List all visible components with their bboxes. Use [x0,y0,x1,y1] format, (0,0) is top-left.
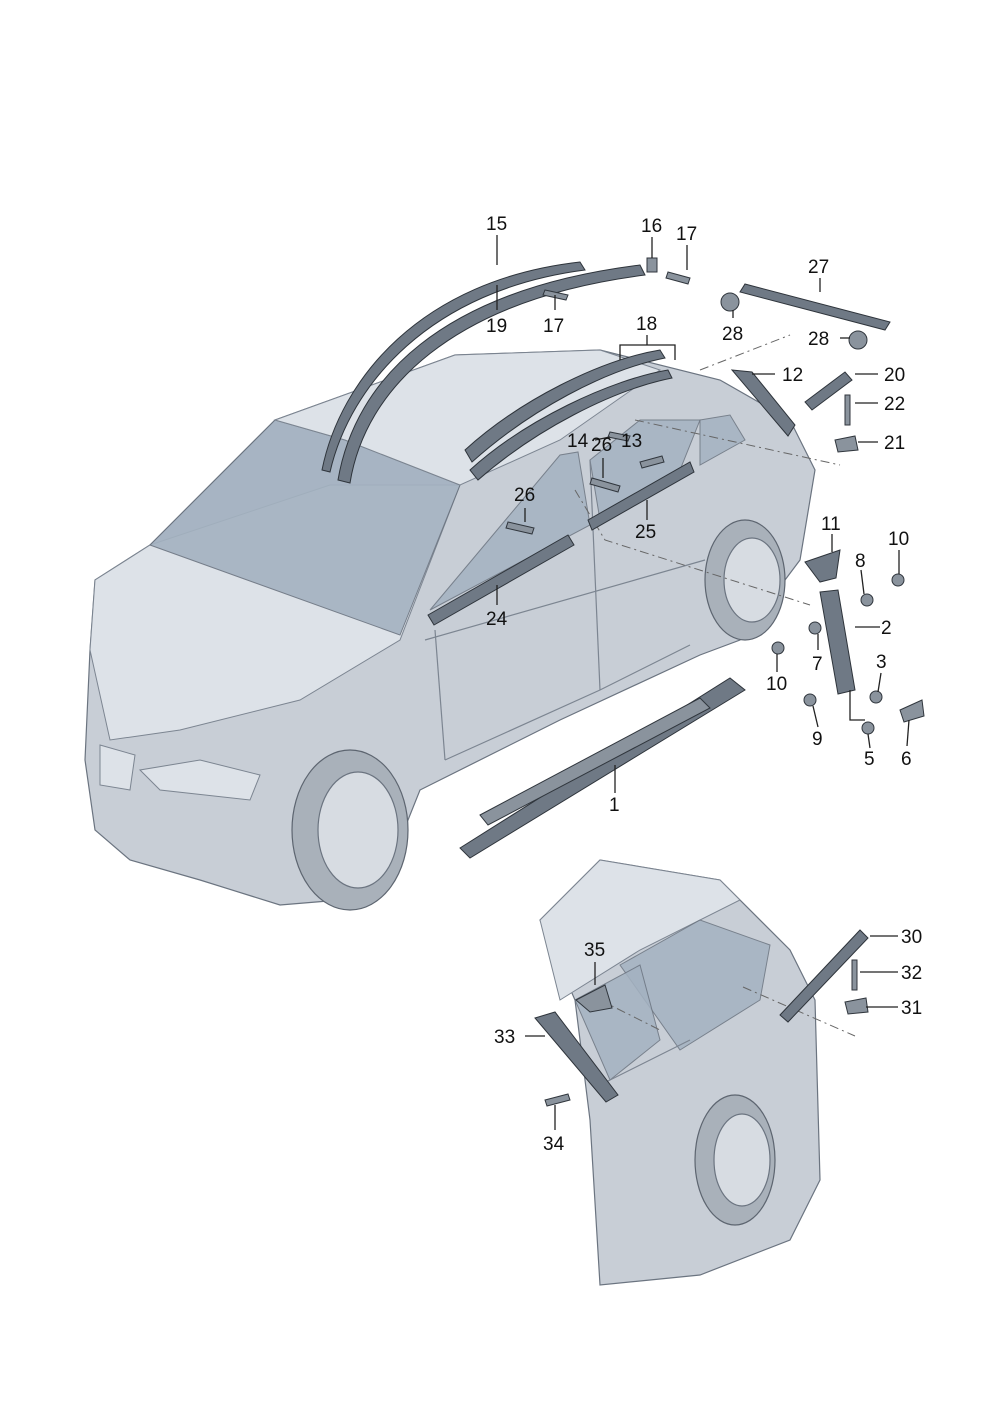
callout-6: 6 [901,749,912,770]
window-trim-25 [587,461,695,531]
callout-22: 22 [884,394,905,415]
bolt-32 [851,959,858,991]
screw-9 [803,693,817,707]
main-car-illustration [84,334,841,911]
bracket-6 [899,699,925,723]
callout-33: 33 [494,1027,515,1048]
screw-5 [861,721,875,735]
roof-strip-19 [337,264,646,484]
callout-14: 14 [567,431,589,452]
clip-16 [646,257,658,273]
seal-35 [575,984,613,1013]
callout-34: 34 [543,1134,565,1155]
molding-18a [464,349,666,463]
clip-3 [869,690,883,704]
strip-30 [779,929,869,1023]
callout-2: 2 [881,618,892,639]
callout-26a: 26 [514,485,535,506]
screw-13 [639,455,665,469]
callout-7: 7 [812,654,823,675]
callout-10b: 10 [888,529,909,550]
bolt-10a [771,641,785,655]
main-car-parts [321,257,925,859]
trim-12 [730,369,796,437]
callout-8: 8 [855,551,866,572]
callout-5: 5 [864,749,875,770]
callout-25: 25 [635,522,656,543]
callout-20: 20 [884,365,905,386]
callout-17a: 17 [676,224,697,245]
callout-19: 19 [486,316,507,337]
bolt-10b [891,573,905,587]
callout-30: 30 [901,927,922,948]
trim-27 [739,283,891,331]
callout-28a: 28 [722,324,743,345]
stud-8 [860,593,874,607]
inset-car-illustration [539,859,856,1286]
callout-9: 9 [812,729,823,750]
callout-24: 24 [486,609,508,630]
callout-18: 18 [636,314,657,335]
nut-28b [848,330,868,350]
pillar-trim-33 [534,1011,619,1103]
callout-27: 27 [808,257,829,278]
callout-12: 12 [782,365,803,386]
roof-strip-15 [321,261,586,473]
nut-28a [720,292,740,312]
callout-10a: 10 [766,674,787,695]
callout-11: 11 [821,514,841,535]
callout-labels: 15 19 16 17 17 27 28 28 18 12 20 22 21 1… [486,214,922,1155]
screw-26b [589,477,621,493]
pillar-2 [819,589,856,695]
callout-15: 15 [486,214,507,235]
window-trim-24 [427,534,575,626]
callout-16: 16 [641,216,662,237]
callout-17b: 17 [543,316,564,337]
inset-car-parts [534,929,869,1107]
leader-lines [496,235,910,1130]
screw-34 [544,1093,571,1107]
screw-17a [665,271,691,285]
callout-26b: 26 [591,435,612,456]
bolt-22 [844,394,851,426]
clip-14 [607,431,631,442]
clip-21 [834,435,859,453]
callout-35: 35 [584,940,605,961]
clip-7 [808,621,822,635]
callout-13: 13 [621,431,642,452]
sill-1b [479,697,711,826]
cap-11 [804,549,841,583]
clip-31 [844,997,869,1015]
strip-20 [804,371,853,411]
callout-3: 3 [876,652,887,673]
callout-31: 31 [901,998,922,1019]
screw-26a [505,521,535,535]
callout-32: 32 [901,963,922,984]
callout-21: 21 [884,433,905,454]
molding-18b [469,369,673,481]
callout-1: 1 [609,795,620,816]
callout-28b: 28 [808,329,829,350]
